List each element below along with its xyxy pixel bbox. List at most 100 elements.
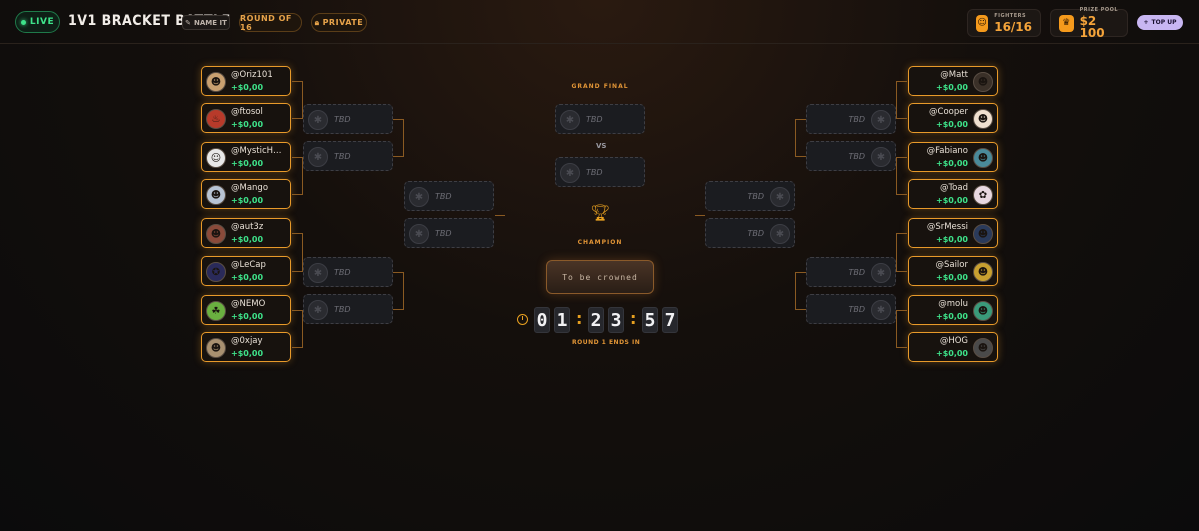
top-up-button[interactable]: + TOP UP bbox=[1137, 15, 1183, 30]
bracket-connector bbox=[897, 347, 907, 348]
bracket-connector bbox=[897, 81, 907, 82]
player-name: @aut3z bbox=[231, 222, 264, 232]
grand-final-label: GRAND FINAL bbox=[571, 83, 629, 90]
player-balance: +$0,00 bbox=[935, 159, 968, 168]
bracket-connector bbox=[795, 119, 796, 157]
bracket-connector bbox=[796, 309, 806, 310]
player-balance: +$0,00 bbox=[935, 273, 968, 282]
bracket-connector bbox=[292, 118, 302, 119]
player-card[interactable]: ☻ @Fabiano +$0,00 bbox=[908, 142, 998, 172]
tbd-label: TBD bbox=[334, 115, 351, 124]
player-name: @HOG bbox=[939, 336, 968, 346]
bracket-connector bbox=[796, 156, 806, 157]
fighters-label: FIGHTERS bbox=[994, 12, 1027, 19]
player-card[interactable]: ☻@HOG+$0,00 bbox=[908, 332, 998, 362]
name-it-button[interactable]: ✎ NAME IT bbox=[182, 15, 230, 30]
player-balance: +$0,00 bbox=[935, 349, 968, 358]
tbd-slot: ✱TBD bbox=[303, 104, 393, 134]
player-name: @Fabiano bbox=[926, 146, 968, 156]
bracket-connector bbox=[393, 309, 403, 310]
player-card[interactable]: ✪@LeCap+$0,00 bbox=[201, 256, 291, 286]
champion-label: CHAMPION bbox=[577, 239, 623, 246]
bracket-connector bbox=[896, 157, 897, 195]
bracket-connector bbox=[695, 215, 705, 216]
bracket-connector bbox=[495, 215, 505, 216]
player-balance: +$0,00 bbox=[231, 159, 264, 168]
bracket-connector bbox=[302, 157, 303, 195]
clock-icon bbox=[517, 314, 528, 325]
placeholder-avatar-icon: ✱ bbox=[770, 187, 790, 207]
placeholder-avatar-icon: ✱ bbox=[770, 224, 790, 244]
player-card[interactable]: ☻@SrMessi+$0,00 bbox=[908, 218, 998, 248]
bracket-connector bbox=[897, 118, 907, 119]
player-balance: +$0,00 bbox=[935, 120, 968, 129]
player-card[interactable]: ✿@Toad+$0,00 bbox=[908, 179, 998, 209]
avatar: ✪ bbox=[206, 262, 226, 282]
tbd-label: TBD bbox=[747, 229, 764, 238]
player-name: @NEMO bbox=[231, 299, 266, 309]
trophy-icon: ♛ bbox=[1059, 14, 1074, 32]
private-badge: 🔒︎ PRIVATE bbox=[311, 13, 367, 32]
player-balance: +$0,00 bbox=[231, 120, 264, 129]
avatar: ☻ bbox=[973, 72, 993, 92]
fighters-icon: ☺ bbox=[976, 14, 989, 32]
tbd-label: TBD bbox=[435, 192, 452, 201]
player-name: @Sailor bbox=[935, 260, 968, 270]
player-card[interactable]: ☻@Matt+$0,00 bbox=[908, 66, 998, 96]
tbd-label: TBD bbox=[435, 229, 452, 238]
bracket-connector bbox=[292, 157, 302, 158]
player-name: @Mango bbox=[231, 183, 269, 193]
bracket-connector bbox=[403, 272, 404, 310]
bracket-connector bbox=[897, 310, 907, 311]
tbd-slot: ✱TBD bbox=[705, 181, 795, 211]
bracket-connector bbox=[292, 310, 302, 311]
timer-digit: 0 bbox=[534, 307, 550, 333]
private-label: PRIVATE bbox=[322, 18, 364, 27]
player-card[interactable]: ☻@aut3z+$0,00 bbox=[201, 218, 291, 248]
placeholder-avatar-icon: ✱ bbox=[871, 110, 891, 130]
avatar: ☻ bbox=[973, 148, 993, 168]
placeholder-avatar-icon: ✱ bbox=[409, 224, 429, 244]
tbd-slot: ✱TBD bbox=[555, 104, 645, 134]
player-name: @molu bbox=[938, 299, 968, 309]
player-name: @0xjay bbox=[231, 336, 263, 346]
tbd-label: TBD bbox=[848, 152, 865, 161]
to-be-crowned-button[interactable]: To be crowned bbox=[546, 260, 654, 294]
name-it-label: NAME IT bbox=[194, 18, 227, 27]
avatar: ☻ bbox=[973, 301, 993, 321]
round-badge: ROUND OF 16 bbox=[239, 13, 302, 32]
avatar: ☘ bbox=[206, 301, 226, 321]
placeholder-avatar-icon: ✱ bbox=[871, 147, 891, 167]
player-balance: +$0,00 bbox=[231, 83, 264, 92]
bracket-connector bbox=[292, 194, 302, 195]
tbd-label: TBD bbox=[334, 268, 351, 277]
player-card[interactable]: ☺@MysticH…+$0,00 bbox=[201, 142, 291, 172]
bracket-connector bbox=[795, 272, 796, 310]
avatar: ☻ bbox=[206, 338, 226, 358]
player-card[interactable]: ☻@Sailor+$0,00 bbox=[908, 256, 998, 286]
bracket-connector bbox=[292, 271, 302, 272]
prize-pool-stat: ♛ PRIZE POOL $2 100 bbox=[1050, 7, 1128, 40]
player-card[interactable]: ☻@0xjay+$0,00 bbox=[201, 332, 291, 362]
player-name: @Oriz101 bbox=[231, 70, 273, 80]
bracket-connector bbox=[897, 194, 907, 195]
player-card[interactable]: ☻@Oriz101+$0,00 bbox=[201, 66, 291, 96]
placeholder-avatar-icon: ✱ bbox=[308, 147, 328, 167]
placeholder-avatar-icon: ✱ bbox=[308, 300, 328, 320]
live-badge: LIVE bbox=[15, 11, 60, 33]
player-card[interactable]: ☻@Cooper+$0,00 bbox=[908, 103, 998, 133]
bracket-connector bbox=[897, 157, 907, 158]
placeholder-avatar-icon: ✱ bbox=[560, 110, 580, 130]
player-card[interactable]: ☘@NEMO+$0,00 bbox=[201, 295, 291, 325]
prize-pool-value: $2 100 bbox=[1079, 13, 1105, 40]
player-card[interactable]: ☻@molu+$0,00 bbox=[908, 295, 998, 325]
player-card[interactable]: ♨@ftosol+$0,00 bbox=[201, 103, 291, 133]
timer-digit: 5 bbox=[642, 307, 658, 333]
timer-colon: : bbox=[576, 309, 583, 328]
bracket-connector bbox=[897, 233, 907, 234]
bracket-connector bbox=[896, 233, 897, 272]
avatar: ☻ bbox=[206, 224, 226, 244]
player-card[interactable]: ☻@Mango+$0,00 bbox=[201, 179, 291, 209]
bracket-connector bbox=[896, 81, 897, 119]
bracket-connector bbox=[292, 233, 302, 234]
